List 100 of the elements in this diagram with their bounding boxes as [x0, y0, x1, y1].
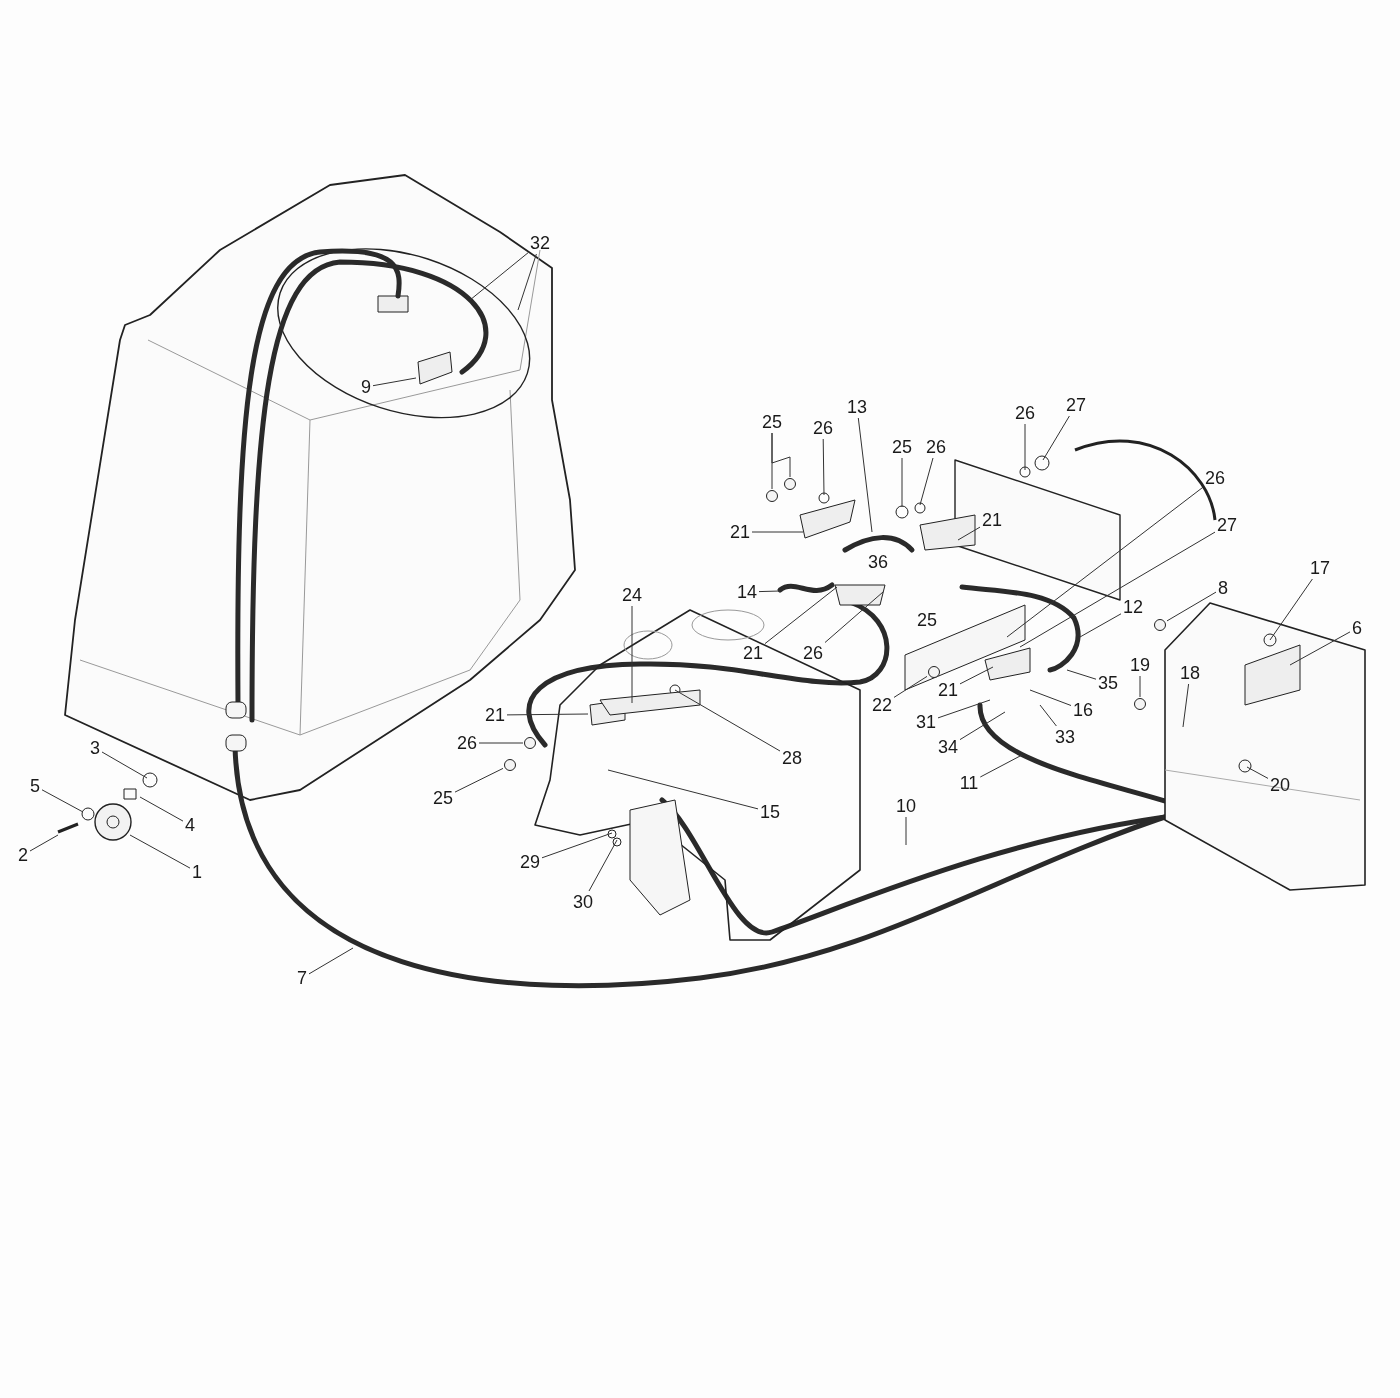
leader-line	[517, 253, 537, 311]
leader-line	[905, 816, 907, 846]
callout-number: 29	[519, 852, 541, 872]
fastener-part	[1154, 619, 1166, 631]
leader-line	[1269, 578, 1313, 641]
callout-number: 24	[621, 585, 643, 605]
callout-number: 36	[867, 552, 889, 572]
callout-number: 21	[484, 705, 506, 725]
fastener-part	[524, 737, 536, 749]
callout-number: 33	[1054, 727, 1076, 747]
leader-line	[1066, 669, 1097, 680]
leader-line	[959, 666, 994, 685]
callout-number: 10	[895, 796, 917, 816]
callout-number: 4	[184, 815, 196, 835]
leader-line	[506, 713, 589, 716]
leader-line	[1039, 704, 1057, 727]
callout-number: 22	[871, 695, 893, 715]
callout-number: 27	[1065, 395, 1087, 415]
leader-line	[1289, 631, 1351, 666]
callout-number: 35	[1097, 673, 1119, 693]
callout-number: 19	[1129, 655, 1151, 675]
fastener-part	[1134, 698, 1146, 710]
leader-line	[454, 767, 504, 793]
leader-line	[822, 438, 825, 496]
callout-number: 25	[432, 788, 454, 808]
leader-line	[101, 751, 148, 779]
callout-number: 26	[1204, 468, 1226, 488]
callout-number: 16	[1072, 700, 1094, 720]
callout-number: 1	[191, 862, 203, 882]
callout-number: 27	[1216, 515, 1238, 535]
leader-line	[139, 796, 184, 822]
leader-line	[824, 591, 884, 643]
callout-number: 17	[1309, 558, 1331, 578]
leader-line	[751, 531, 804, 533]
leader-line	[631, 605, 633, 704]
callout-number: 20	[1269, 775, 1291, 795]
leader-line	[41, 789, 84, 813]
callout-number: 6	[1351, 618, 1363, 638]
leader-line	[1019, 531, 1216, 648]
callout-number: 26	[925, 437, 947, 457]
callout-number: 32	[529, 233, 551, 253]
leader-line	[764, 586, 838, 645]
leader-line	[674, 689, 781, 752]
leader-line	[588, 839, 618, 892]
callout-number: 25	[891, 437, 913, 457]
callout-number: 21	[742, 643, 764, 663]
callout-number: 5	[29, 776, 41, 796]
callout-number: 8	[1217, 578, 1229, 598]
leader-line	[771, 432, 791, 478]
leader-line	[308, 947, 354, 975]
callout-number: 26	[802, 643, 824, 663]
leader-line	[1006, 486, 1204, 638]
callout-number: 26	[456, 733, 478, 753]
leader-line	[957, 526, 981, 541]
callout-number: 3	[89, 738, 101, 758]
leader-line	[893, 675, 928, 698]
callout-number: 26	[1014, 403, 1036, 423]
leader-line	[758, 590, 781, 593]
callout-number: 2	[17, 845, 29, 865]
callout-number: 21	[937, 680, 959, 700]
callout-number: 26	[812, 418, 834, 438]
leader-line	[937, 699, 991, 719]
leader-line	[29, 834, 59, 852]
callout-number: 14	[736, 582, 758, 602]
callout-number: 21	[729, 522, 751, 542]
leader-line	[541, 832, 613, 859]
leader-line	[1079, 613, 1122, 638]
callout-number: 13	[846, 397, 868, 417]
callout-number: 34	[937, 737, 959, 757]
leader-line	[857, 417, 873, 533]
leader-line	[919, 457, 934, 506]
callout-number: 15	[759, 802, 781, 822]
leader-line	[607, 769, 759, 810]
leader-line	[469, 252, 529, 301]
callout-number: 11	[958, 773, 980, 793]
callout-number: 18	[1179, 663, 1201, 683]
leader-line	[1042, 415, 1070, 461]
callout-number: 21	[981, 510, 1003, 530]
fastener-part	[766, 490, 778, 502]
callout-number: 25	[916, 610, 938, 630]
fastener-part	[784, 478, 796, 490]
callout-number: 30	[572, 892, 594, 912]
callout-number: 7	[296, 968, 308, 988]
leader-line	[1166, 591, 1217, 622]
callout-number: 31	[915, 712, 937, 732]
callout-number: 9	[360, 377, 372, 397]
leader-line	[129, 834, 191, 869]
leader-line	[1182, 683, 1190, 728]
leader-line	[1246, 766, 1269, 779]
leader-line	[478, 742, 524, 744]
callout-number: 25	[761, 412, 783, 432]
leader-line	[959, 711, 1006, 741]
fastener-part	[504, 759, 516, 771]
leader-line	[979, 754, 1023, 778]
leader-line	[1024, 423, 1026, 471]
leader-line	[372, 377, 417, 387]
leader-line	[1139, 675, 1141, 698]
leader-line	[901, 457, 903, 508]
callout-number: 12	[1122, 597, 1144, 617]
callout-number: 28	[781, 748, 803, 768]
